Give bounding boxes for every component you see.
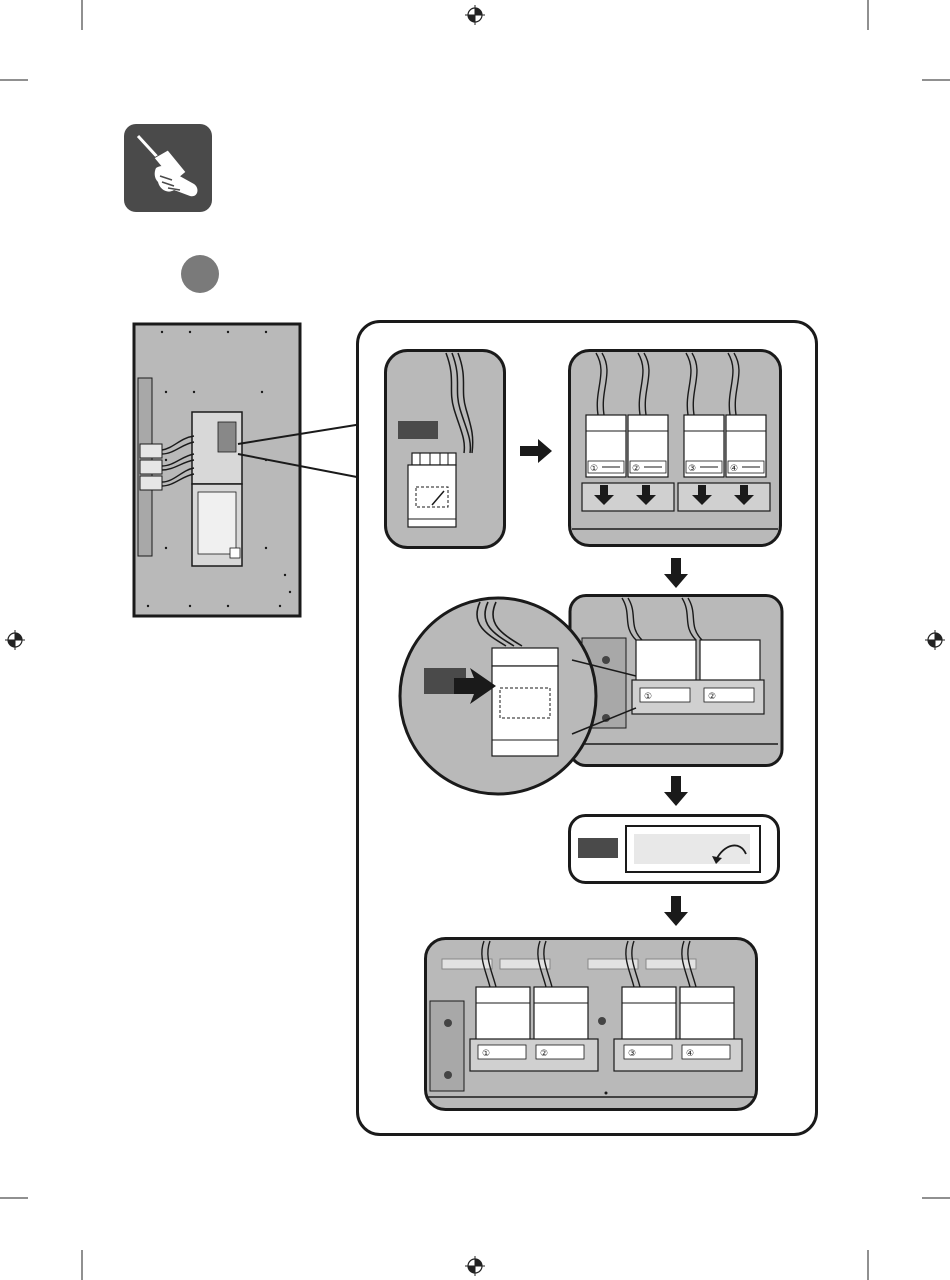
crosshair-registration-icon (465, 5, 485, 25)
peel-label-step (568, 814, 780, 884)
cable-connector-detail (384, 349, 506, 549)
connector-label: ③ (628, 1049, 636, 1059)
connectors-installed: ① ② ③ ④ (424, 937, 758, 1111)
connector-label: ③ (688, 464, 696, 474)
connector-label: ① (590, 464, 598, 474)
connector-label: ④ (730, 464, 738, 474)
screwdriver-hand-icon (124, 124, 212, 212)
crosshair-registration-icon (5, 630, 25, 650)
display-rear-overview (130, 320, 370, 620)
connector-label: ① (644, 692, 652, 702)
four-connectors-insert: ① ② ③ ④ (568, 349, 782, 547)
crosshair-registration-icon (465, 1256, 485, 1276)
connector-label: ② (540, 1049, 548, 1059)
arrow-right-icon (520, 439, 552, 463)
connector-label: ④ (686, 1049, 694, 1059)
connector-lock-detail: ① ② (396, 594, 786, 798)
connector-label: ② (632, 464, 640, 474)
connector-label: ① (482, 1049, 490, 1059)
arrow-down-icon (664, 896, 688, 926)
step-marker-circle (181, 255, 219, 293)
connector-label: ② (708, 692, 716, 702)
arrow-down-icon (664, 558, 688, 588)
arrow-down-icon (664, 776, 688, 806)
crosshair-registration-icon (925, 630, 945, 650)
